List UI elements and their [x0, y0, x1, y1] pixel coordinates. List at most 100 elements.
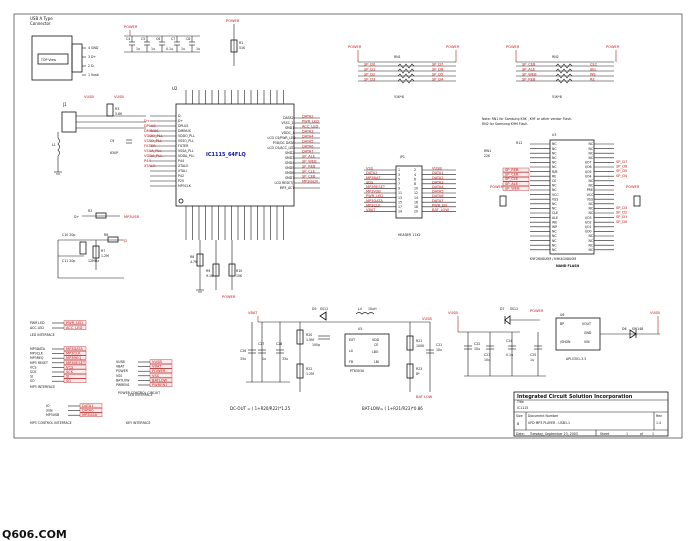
flash-right-pin: PRE	[587, 188, 593, 192]
header-left-net: MP3CLK	[366, 203, 381, 207]
cap-ref-3: C7	[171, 37, 175, 41]
iface-signal: POWER	[116, 369, 129, 373]
power-label-ic-bottom: POWER	[222, 295, 236, 299]
r5-ref: R1	[239, 41, 243, 45]
rn-net-right: WE	[590, 72, 597, 76]
cap-ref-2: C6	[156, 37, 160, 41]
ic-right-net: DATA7	[302, 149, 314, 153]
header-left-net: VBAT	[366, 208, 376, 212]
r22-value: 1.2M	[306, 372, 314, 376]
iface-signal: BATLOW	[116, 378, 130, 382]
iface-signal: VUSB	[116, 360, 125, 364]
iface-net: MP3CLK	[66, 352, 81, 356]
header-pin-even: 4	[414, 173, 416, 177]
header-body	[395, 165, 423, 219]
iface-signal: MP3 RESET	[30, 361, 48, 365]
iface-net: POWER	[152, 369, 166, 373]
u6-part: APL5301-3.3	[566, 357, 586, 361]
iface-net: PWR_LED	[66, 321, 83, 325]
power-label-ldo: POWER	[530, 309, 544, 313]
ic-left-net: D+	[144, 119, 150, 123]
rn-net-right: SP_D5	[432, 72, 443, 76]
flash-left-net: SP_CLE	[505, 177, 519, 181]
c22-value: 10u	[474, 347, 480, 351]
formula-bat-low: BAT-LOW= ( 1+R21/R23)*0.86	[362, 406, 423, 411]
header-pin-odd: 15	[398, 200, 402, 204]
header-pin-even: 20	[414, 210, 418, 214]
ic-right-net: DATA6	[302, 144, 314, 148]
flash-left-pin: NC	[552, 239, 557, 243]
mp3-title: MP3 INTERFACE	[30, 385, 55, 389]
flash-left-pin: VSS	[552, 197, 558, 201]
iface-net: DATA0	[82, 409, 94, 413]
header-pin-odd: 1	[398, 168, 400, 172]
ic-right-pin: LCD RESET/	[275, 181, 295, 185]
c22-ref: C22	[474, 342, 480, 346]
usb-pin-1: 1 Vusb	[88, 73, 99, 77]
title-date-label: Date:	[516, 432, 525, 436]
header-pin-odd: 17	[398, 205, 402, 209]
header-pin-odd: 7	[398, 182, 400, 186]
r6-ref: R6	[104, 233, 108, 237]
usb-pin-4: 4 GND	[88, 46, 99, 50]
cap-ref-0: C4	[126, 37, 130, 41]
flash-right-pin: I/O0	[585, 230, 592, 234]
iface-net: SI	[66, 375, 69, 379]
r8-ref: R8	[190, 255, 194, 259]
usb-pin-3: 3 D+	[88, 55, 96, 59]
ic-right-pin: P3D/DC DATA	[273, 141, 295, 145]
flash-left-pin: NC	[552, 248, 557, 252]
key-title: KEY INTERFACE	[126, 421, 150, 425]
header-pin-odd: 19	[398, 210, 402, 214]
flash-left-net: SP_ALE	[505, 182, 519, 186]
r21-ref: R21	[416, 339, 422, 343]
note-line-2: RN2 for Samsung K9M Flash.	[482, 122, 528, 126]
ic-right-pin: DATA2	[283, 116, 293, 120]
u6-pin-vin: VIN	[584, 340, 590, 344]
title-rev-label: Rev	[656, 414, 662, 418]
flash-right-pin: I/O6	[585, 165, 592, 169]
j1-ref: J1	[62, 102, 67, 107]
ic-right-pin: LCD CS/PWR_LED	[268, 136, 296, 140]
iface-signal: MP3DATA	[30, 347, 46, 351]
rn-net-left: SP_D0	[364, 62, 376, 66]
c28-ref: C28	[276, 342, 282, 346]
ic-right-pin: MP3_ACT	[280, 186, 295, 190]
c21-ref: C21	[436, 343, 442, 347]
ic-right-net: DATA5	[302, 139, 314, 143]
header-left-net: MP3RESET	[366, 185, 386, 189]
header-pin-odd: 13	[398, 196, 402, 200]
r3-value: 5.6K	[115, 112, 123, 116]
header-right-net: DATA6	[432, 194, 444, 198]
ic-right-net: DATA3	[302, 129, 314, 133]
title-size-label: Size	[516, 414, 523, 418]
header-pin-odd: 3	[398, 173, 400, 177]
vusb-dcdc: VUSB	[422, 317, 432, 321]
ic-left-pin: XTALI	[178, 169, 187, 173]
flash-body	[549, 139, 595, 255]
rn-net-left: SP_D1	[364, 67, 375, 71]
flash-left-pin: NC	[552, 202, 557, 206]
flash-left-net: SP_CEB	[505, 173, 519, 177]
flash-right-pin: I/O5	[585, 170, 592, 174]
flash-right-pin: NC	[589, 147, 594, 151]
flash-right-pin: NC	[589, 156, 594, 160]
usb-connector: USB A Type Connector TOP View 4 GND 3 D+…	[30, 16, 99, 81]
r23-value: 8*	[416, 372, 420, 376]
ic-left-pin: P42	[178, 174, 184, 178]
iface-net: ACC_LED	[66, 326, 82, 330]
u6-pin-vout: VOUT	[582, 322, 591, 326]
flash-right-net: SP_D1	[616, 215, 627, 219]
rn-net-left: SP_CEB	[522, 62, 536, 66]
sheet-frame	[13, 13, 683, 439]
vbat-label: VBAT	[248, 311, 258, 315]
iface-net: MP3REQ	[66, 356, 81, 360]
led-interface-title: LED INTERFACE	[128, 393, 153, 397]
r5-area: POWER R1 51K	[226, 19, 246, 66]
flash-left-pin: NC	[552, 156, 557, 160]
u5-pin-lbi: LBI	[374, 360, 379, 364]
d6-ref: D6	[622, 327, 626, 331]
u6-pin-shdn: /SHDN	[560, 340, 571, 344]
title-size: B	[517, 422, 519, 426]
